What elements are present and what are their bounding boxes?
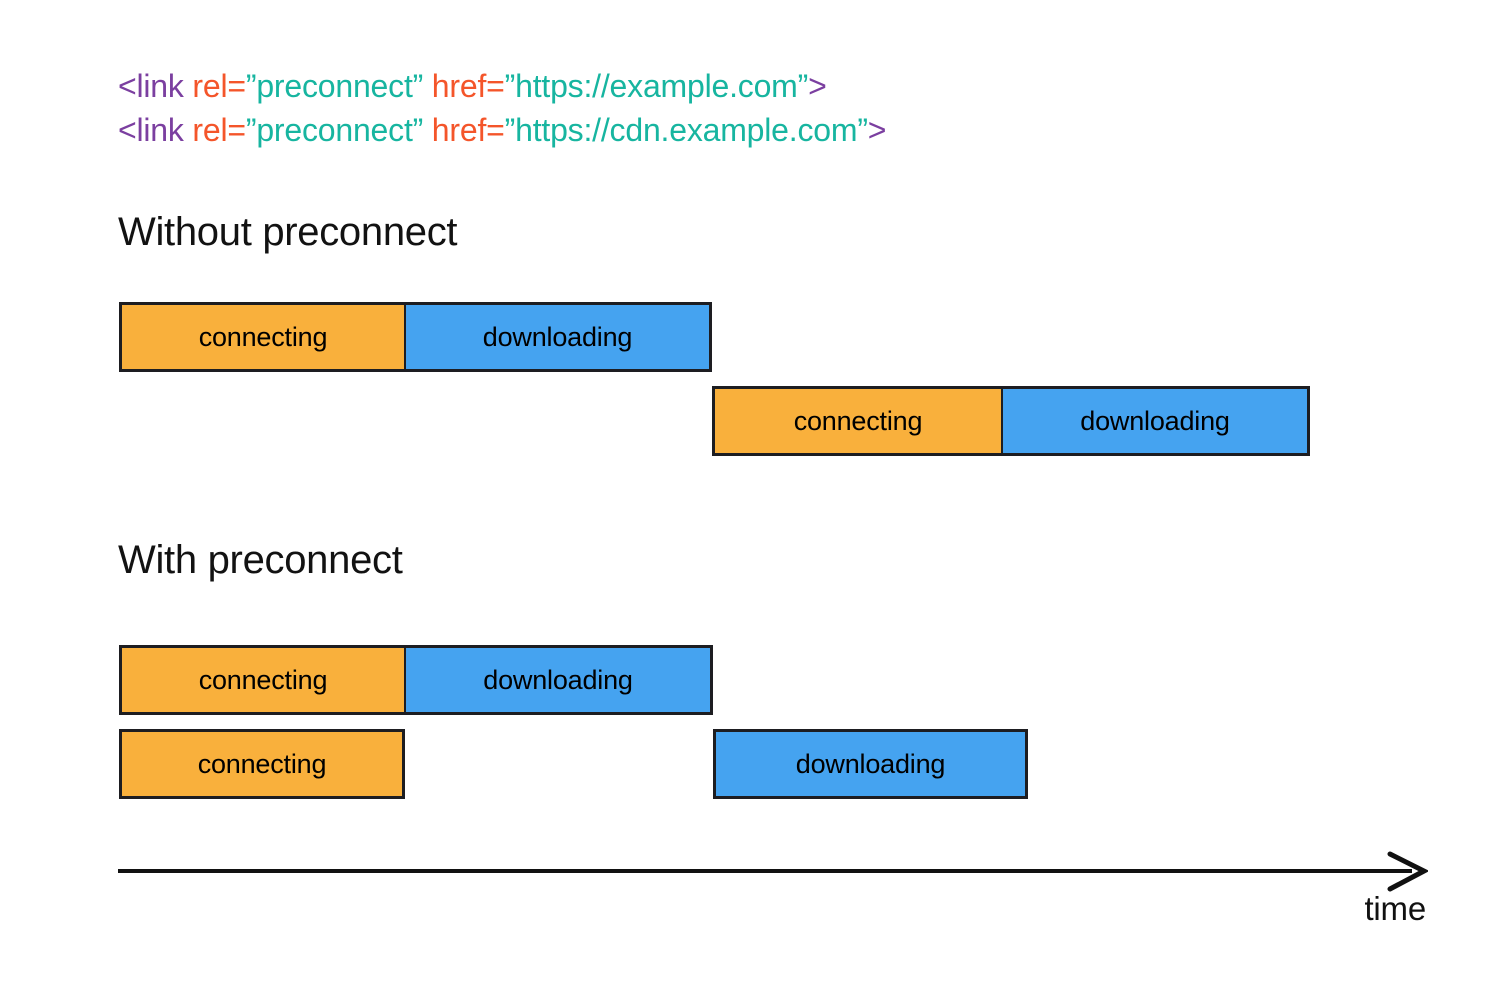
- code-attr-rel: rel=: [192, 68, 246, 104]
- code-line-1: <link rel=”preconnect” href=”https://exa…: [118, 64, 1218, 108]
- code-attr-rel: rel=: [192, 112, 246, 148]
- code-snippet: <link rel=”preconnect” href=”https://exa…: [118, 64, 1218, 152]
- code-tag-close-icon: >: [867, 112, 887, 148]
- code-line-2: <link rel=”preconnect” href=”https://cdn…: [118, 108, 1218, 152]
- code-tag-open-icon: <link: [118, 68, 193, 104]
- time-axis-arrow-icon: [118, 850, 1428, 896]
- code-tag-open-icon: <link: [118, 112, 193, 148]
- code-value-rel: ”preconnect”: [245, 112, 424, 148]
- section-heading-without-preconnect: Without preconnect: [118, 210, 458, 254]
- code-value-rel: ”preconnect”: [245, 68, 424, 104]
- bar-segment-connecting: connecting: [119, 729, 405, 799]
- bar-segment-downloading: downloading: [405, 645, 713, 715]
- bar-segment-downloading: downloading: [713, 729, 1028, 799]
- bar-segment-connecting: connecting: [119, 645, 405, 715]
- time-axis-label: time: [1364, 890, 1426, 927]
- code-attr-href: href=: [423, 112, 505, 148]
- bar-segment-downloading: downloading: [405, 302, 712, 372]
- code-value-href: ”https://cdn.example.com”: [504, 112, 868, 148]
- bar-segment-connecting: connecting: [119, 302, 405, 372]
- bar-segment-downloading: downloading: [1002, 386, 1310, 456]
- code-tag-close-icon: >: [808, 68, 827, 104]
- bar-segment-connecting: connecting: [712, 386, 1002, 456]
- code-value-href: ”https://example.com”: [504, 68, 809, 104]
- section-heading-with-preconnect: With preconnect: [118, 538, 403, 582]
- code-attr-href: href=: [423, 68, 505, 104]
